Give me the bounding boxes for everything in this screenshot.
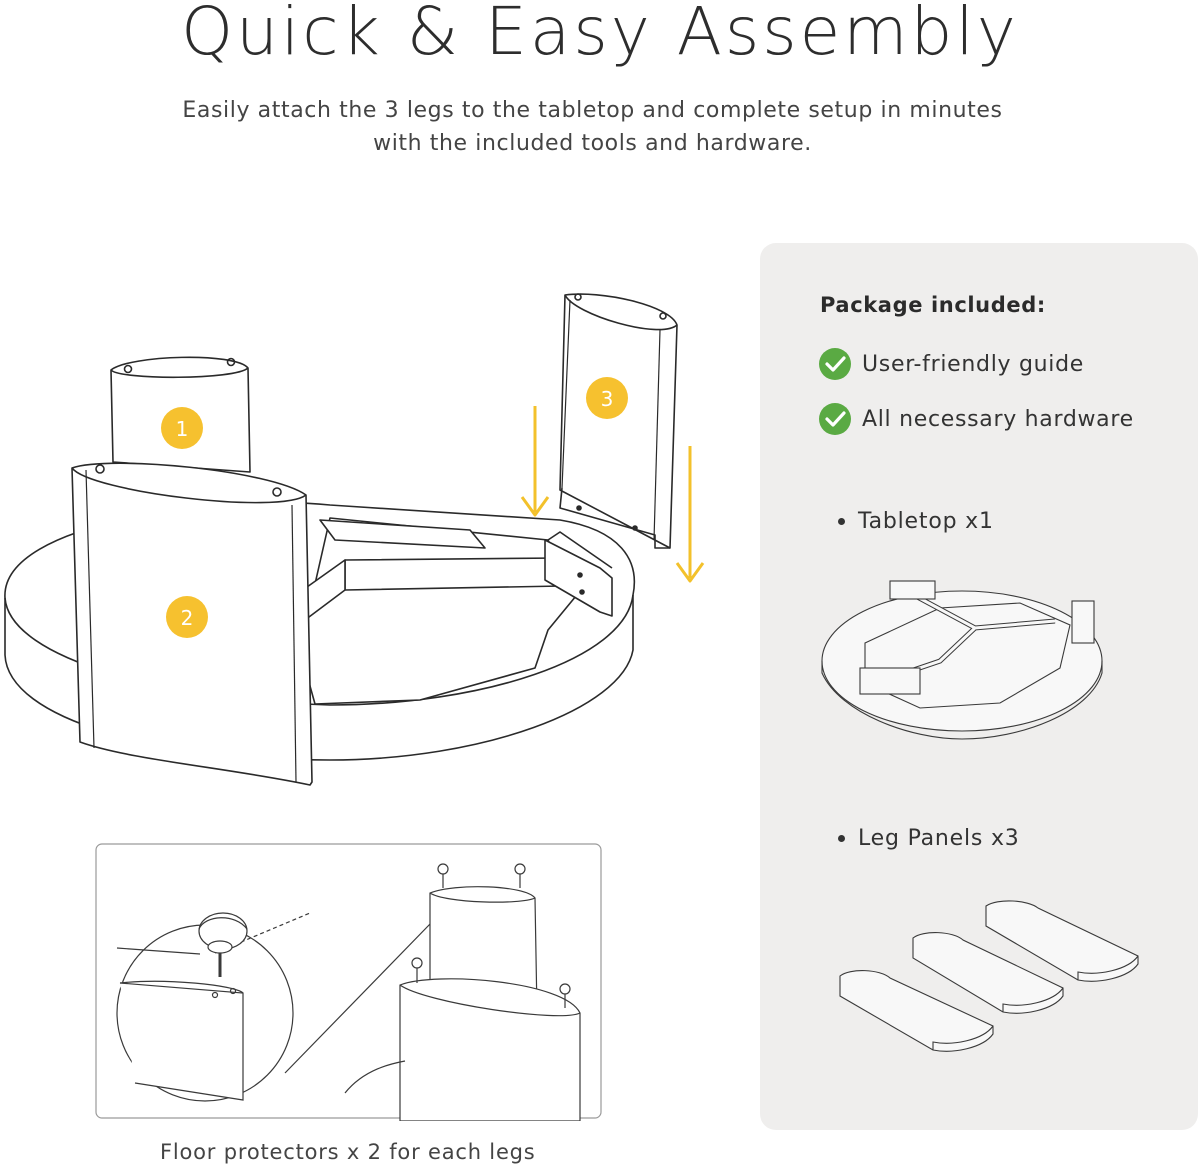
package-heading: Package included: [820, 293, 1046, 317]
page-title: Quick & Easy Assembly [181, 0, 1019, 70]
part-tabletop: Tabletop x1 [838, 509, 994, 534]
part-leg-panels: Leg Panels x3 [838, 826, 1020, 851]
step-label-3: 3 [601, 387, 614, 411]
leg-panel-3 [559, 293, 678, 549]
subtitle-line-2: with the included tools and hardware. [373, 131, 812, 156]
step-label-2: 2 [181, 606, 194, 630]
subtitle-line-1: Easily attach the 3 legs to the tabletop… [182, 98, 1003, 123]
check-item-guide: User-friendly guide [818, 347, 1084, 381]
step-marker-1 [161, 407, 203, 449]
floor-protector-caption: Floor protectors x 2 for each legs [160, 1140, 536, 1164]
check-icon [819, 348, 851, 380]
tabletop-thumbnail [821, 580, 1103, 740]
tabletop-edge [4, 594, 634, 706]
floor-protector-detail [95, 843, 602, 1121]
step-label-1: 1 [176, 417, 189, 441]
bullet-dot [838, 835, 845, 842]
step-marker-3 [586, 377, 628, 419]
step-marker-2 [166, 596, 208, 638]
assembly-illustration: 1 2 3 [4, 293, 705, 786]
check-item-label: All necessary hardware [862, 406, 1134, 432]
down-arrow-right [675, 446, 705, 583]
check-icon [819, 403, 851, 435]
bullet-dot [838, 518, 845, 525]
part-label: Tabletop x1 [858, 509, 994, 534]
check-item-hardware: All necessary hardware [818, 402, 1134, 436]
page-subtitle: Easily attach the 3 legs to the tabletop… [150, 94, 1035, 160]
package-included-panel: Package included: User-friendly guide Al… [760, 243, 1198, 1130]
check-item-label: User-friendly guide [862, 351, 1084, 377]
screw-icon [207, 940, 233, 977]
down-arrow-left [520, 406, 550, 517]
part-label: Leg Panels x3 [858, 826, 1020, 851]
leg-panels-thumbnail [839, 900, 1139, 1052]
